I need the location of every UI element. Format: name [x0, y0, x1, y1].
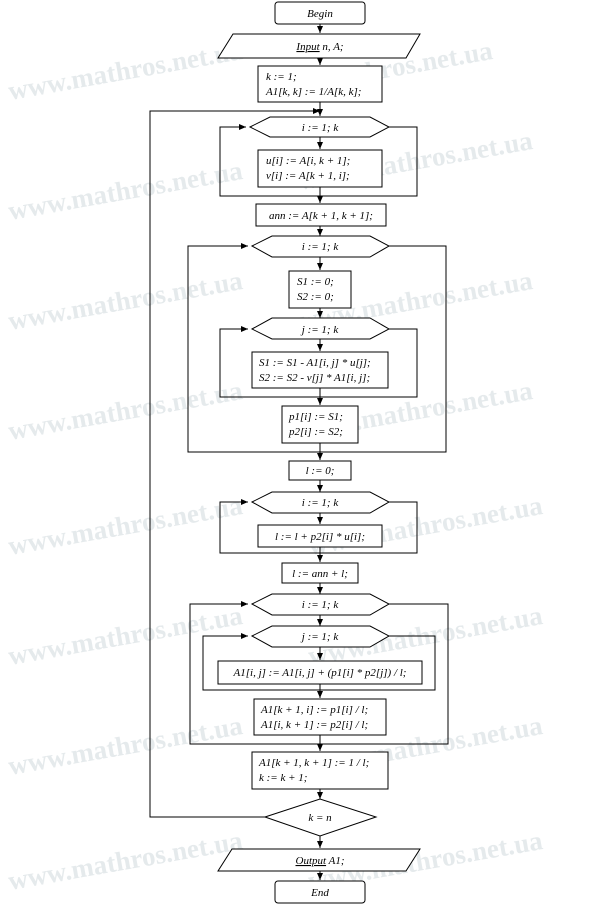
loop-i-label: i := 1; k	[302, 122, 340, 134]
s-init-line-2: S2 := 0;	[297, 291, 334, 303]
sum-line-2: S2 := S2 - v[j] * A1[i, j];	[259, 372, 370, 384]
output-keyword: Output	[296, 855, 328, 867]
condition-diamond	[263, 798, 378, 837]
loop-exit-connector	[320, 635, 436, 691]
l-sum-label: l := l + p2[i] * u[i];	[275, 531, 365, 543]
watermark-text: www.mathros.net.ua	[6, 375, 245, 446]
uv-line-2: v[i] := A[k + 1, i];	[266, 170, 350, 182]
uv-assign-block	[257, 149, 383, 188]
ann-label: ann := A[k + 1, k + 1];	[269, 210, 373, 222]
l-ann-block	[281, 562, 359, 584]
p-line-1: p1[i] := S1;	[288, 411, 343, 423]
begin-terminator	[274, 1, 366, 25]
p-assign-block	[281, 405, 359, 444]
end-label: End	[310, 887, 329, 899]
loop-i-label: i := 1; k	[302, 599, 340, 611]
loop-back-connector	[187, 243, 320, 453]
loop-i-label: i := 1; k	[302, 497, 340, 509]
loop-exit-connector	[320, 603, 449, 745]
sum-block	[251, 351, 389, 389]
init-block	[257, 65, 383, 103]
end-terminator	[274, 880, 366, 904]
loop-exit-connector	[320, 245, 447, 453]
input-parallelogram	[217, 33, 421, 59]
edge-line-1: A1[k + 1, i] := p1[i] / l;	[260, 704, 368, 716]
connectors	[149, 24, 449, 880]
uv-line-1: u[i] := A[i, k + 1];	[266, 155, 350, 167]
watermark-text: www.mathros.net.ua	[6, 825, 245, 896]
loop-back-connector	[219, 326, 320, 398]
loop-j-label: j := 1; k	[300, 324, 340, 336]
watermark-text: www.mathros.net.ua	[6, 155, 245, 226]
update-label: A1[i, j] := A1[i, j] + (p1[i] * p2[j]) /…	[233, 667, 407, 679]
watermark-text: www.mathros.net.ua	[6, 265, 245, 336]
l-ann-label: l := ann + l;	[292, 568, 348, 580]
l-sum-block	[257, 524, 383, 548]
loop-i-hexagon	[250, 491, 391, 514]
loop-i-hexagon	[250, 235, 391, 258]
output-parallelogram	[217, 848, 421, 872]
loop-back-connector	[202, 633, 320, 691]
update-block	[217, 660, 423, 685]
loop-i-hexagon	[248, 116, 391, 138]
watermark-text: www.mathros.net.ua	[6, 35, 245, 106]
l-zero-block	[288, 460, 352, 481]
ann-block	[255, 203, 387, 227]
watermark-text: www.mathros.net.ua	[6, 710, 245, 781]
nodes: Begin Input n, A; k := 1; A1[k, k] := 1/…	[217, 1, 423, 904]
input-label: Input n, A;	[295, 41, 343, 53]
sum-line-1: S1 := S1 - A1[i, j] * u[j];	[259, 357, 371, 369]
edge-assign-block	[253, 698, 387, 736]
loop-back-connector	[219, 124, 320, 197]
loop-j-hexagon	[250, 317, 391, 340]
loop-back-connector	[219, 499, 320, 554]
final-line-2: k := k + 1;	[259, 772, 307, 784]
repeat-back-connector	[149, 108, 320, 818]
edge-line-2: A1[i, k + 1] := p2[i] / l;	[260, 719, 368, 731]
loop-exit-connector	[320, 328, 418, 398]
loop-back-connector	[189, 601, 320, 745]
l-zero-label: l := 0;	[306, 465, 335, 477]
final-block	[251, 751, 389, 790]
watermark-text: www.mathros.net.ua	[6, 600, 245, 671]
s-init-block	[288, 270, 352, 309]
input-keyword: Input	[295, 41, 320, 53]
begin-label: Begin	[307, 8, 333, 20]
loop-j-hexagon	[250, 625, 391, 648]
s-init-line-1: S1 := 0;	[297, 276, 334, 288]
loop-i-label: i := 1; k	[302, 241, 340, 253]
condition-label: k = n	[308, 812, 332, 824]
p-line-2: p2[i] := S2;	[288, 426, 343, 438]
loop-exit-connector	[320, 501, 418, 554]
input-args: n, A;	[320, 41, 344, 53]
output-label: Output A1;	[296, 855, 345, 867]
watermark-text: www.mathros.net.ua	[6, 490, 245, 561]
final-line-1: A1[k + 1, k + 1] := 1 / l;	[258, 757, 369, 769]
loop-i-hexagon	[250, 593, 391, 616]
init-line-1: k := 1;	[266, 71, 297, 83]
loop-exit-connector	[320, 126, 418, 197]
loop-j-label: j := 1; k	[300, 631, 340, 643]
output-args: A1;	[326, 855, 344, 867]
init-line-2: A1[k, k] := 1/A[k, k];	[265, 86, 361, 98]
